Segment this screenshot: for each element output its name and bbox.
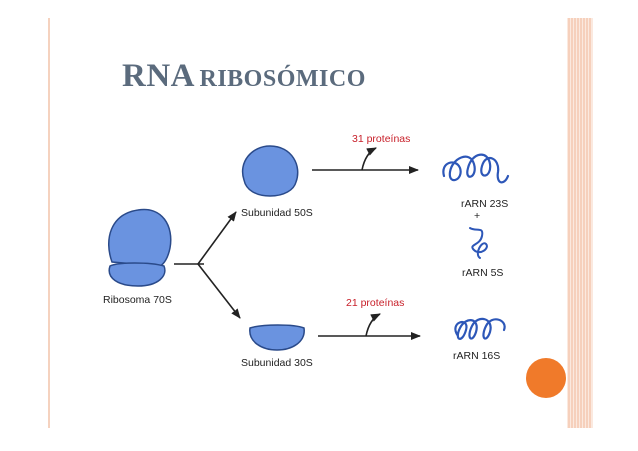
- rrna-23s-label: rARN 23S: [461, 198, 508, 210]
- subunit-50s: [241, 145, 299, 197]
- top-process-arrow: [312, 147, 419, 174]
- title-first-word: RNA: [122, 58, 195, 94]
- rrna-16s-strand: [454, 317, 506, 340]
- bottom-process-arrow: [318, 313, 421, 340]
- ribosome-70s: [108, 208, 172, 287]
- subunit-30s: [249, 324, 305, 351]
- split-arrows: [174, 211, 241, 319]
- rrna-23s-strand: [442, 153, 510, 184]
- ribosome-70s-label: Ribosoma 70S: [103, 294, 172, 306]
- left-border-line: [48, 18, 50, 428]
- accent-circle: [526, 358, 566, 398]
- subunit-30s-label: Subunidad 30S: [241, 357, 313, 369]
- subunit-50s-label: Subunidad 50S: [241, 207, 313, 219]
- right-border-stripes: [567, 18, 593, 428]
- title-rest: RIBOSÓMICO: [199, 66, 366, 92]
- proteins-21-label: 21 proteínas: [346, 297, 404, 309]
- rrna-5s-strand: [469, 227, 488, 259]
- slide-title: RNA RIBOSÓMICO: [122, 58, 366, 95]
- rrna-5s-label: rARN 5S: [462, 267, 503, 279]
- rrna-16s-label: rARN 16S: [453, 350, 500, 362]
- proteins-31-label: 31 proteínas: [352, 133, 410, 145]
- plus-sign: +: [474, 210, 480, 222]
